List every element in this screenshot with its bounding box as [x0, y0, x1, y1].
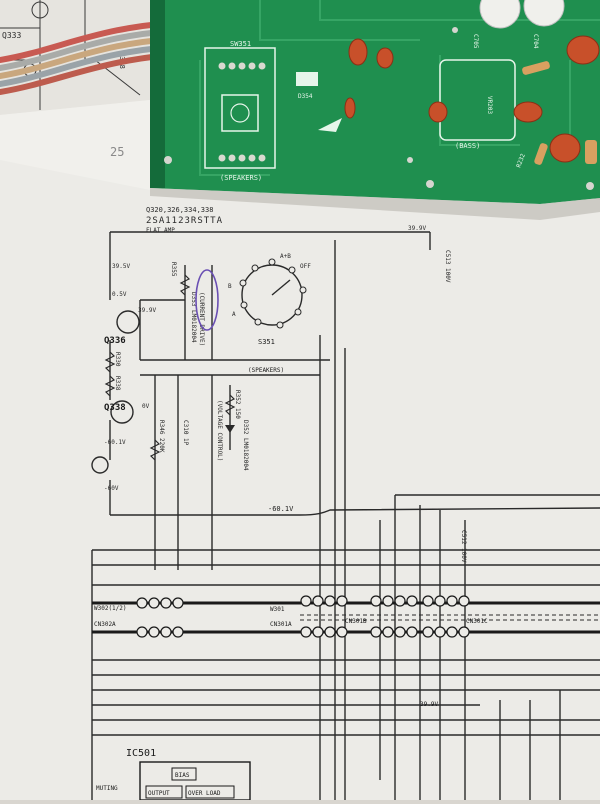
- current-drive-label: (CURRENT DRIVE): [198, 292, 205, 346]
- conn-cn301a: CN301A: [270, 621, 292, 628]
- v-label-5: -60.1V: [104, 439, 126, 446]
- d354-footprint: [296, 72, 318, 86]
- diode-d352: [225, 425, 235, 433]
- sw351-outline: [204, 47, 276, 169]
- v-label-7: 39.9V: [408, 225, 426, 232]
- r352-label: R352 150: [234, 390, 241, 419]
- header-part: 2SA1123RSTTA: [146, 216, 223, 226]
- speaker-switch: [239, 258, 307, 329]
- q338-label: Q338: [104, 403, 126, 413]
- pcb-board: [150, 0, 600, 204]
- ic-label: IC501: [126, 748, 156, 759]
- sw351-body: [221, 94, 259, 132]
- r330-label: R330: [114, 352, 121, 367]
- conn-cn302a: CN302A: [94, 621, 116, 628]
- r338-label: R338: [114, 376, 121, 391]
- schematic-wires: [91, 231, 600, 800]
- conn-w302: W302(1/2): [94, 605, 127, 612]
- pcb-cap-ref-2: C704: [532, 34, 539, 49]
- purple-annotation: [195, 269, 219, 331]
- switch-speakers-label: (SPEAKERS): [248, 367, 284, 374]
- ic-output-box: [145, 785, 183, 799]
- header-refs: Q320,326,334,338: [146, 206, 213, 214]
- ic-overload-box: [185, 785, 235, 799]
- left-ref: Q333: [2, 31, 21, 40]
- sw-pos-a: A: [232, 311, 236, 318]
- rail-label: -60.1V: [268, 505, 294, 513]
- electrolytic-cap-1: [479, 0, 521, 29]
- pcb-vr-ref: VR203: [486, 96, 493, 114]
- v-label-4: 0V: [142, 403, 150, 410]
- pcb-diode-ref: D354: [298, 93, 313, 100]
- cap-right-label-2: C512 100V: [460, 530, 467, 563]
- pcb-switch-ref: SW351: [230, 40, 251, 48]
- q336-label: Q336: [104, 336, 126, 346]
- conn-cn301b: CN301B: [345, 618, 367, 625]
- pcb-shadow: [150, 188, 600, 220]
- sw-pos-b: B: [228, 283, 232, 290]
- pcb-resistors: [522, 61, 597, 165]
- pcb-bass-label: (BASS): [455, 142, 480, 150]
- pcb-cap-ref-1: C705: [472, 34, 479, 49]
- page-fragment: 25: [110, 145, 124, 159]
- header-sub: FLAT AMP: [146, 227, 175, 234]
- rail-label-2: 39.9V: [420, 701, 438, 708]
- voltage-control-label: (VOLTAGE CONTROL): [216, 400, 223, 461]
- r355-label: R355: [170, 262, 177, 277]
- switch-label: S351: [258, 338, 275, 346]
- sw351-shaft: [230, 103, 250, 123]
- sw-pos-ab: A+B: [280, 253, 291, 260]
- conn-w301: W301: [270, 606, 285, 613]
- v-label-3: 39.9V: [138, 307, 156, 314]
- pcb-edge: [150, 0, 165, 188]
- ic-overload: OVER LOAD: [188, 790, 221, 797]
- ic-bias: BIAS: [175, 772, 190, 779]
- sw351-pads-top: [218, 62, 266, 70]
- v-label-6: -60V: [104, 485, 119, 492]
- voltage-control-part: D352 LM0182004: [242, 420, 249, 471]
- ic-muting: MUTING: [96, 785, 118, 792]
- connector-pins: [136, 595, 470, 638]
- pcb-holes: [164, 27, 594, 190]
- ceramic-caps: [344, 35, 600, 163]
- transistor-symbols: [91, 310, 140, 474]
- c310-label: C310 1P: [182, 420, 189, 446]
- r346-label: R346 220K: [158, 420, 165, 453]
- sw-pos-off: OFF: [300, 263, 311, 270]
- pcb-res-ref: R232: [515, 152, 527, 168]
- current-drive-part: D353 LM0182004: [190, 292, 197, 343]
- dashed-links: [300, 614, 600, 621]
- bass-outline: [439, 59, 516, 141]
- cap-right-label: C513 100V: [444, 250, 451, 283]
- page-top: [0, 100, 150, 190]
- conn-cn301c: CN301C: [466, 618, 488, 625]
- v-label-2: 0.5V: [112, 291, 127, 298]
- ic-bias-box: [171, 767, 197, 781]
- pcb-logo: [318, 118, 342, 132]
- sw351-pads-bottom: [218, 154, 266, 162]
- schematic-page: [0, 100, 600, 800]
- ic-output: OUTPUT: [148, 790, 170, 797]
- v-label-1: 39.5V: [112, 263, 130, 270]
- pcb-speakers-label: (SPEAKERS): [220, 174, 262, 182]
- resistor-symbols: [104, 274, 236, 461]
- electrolytic-cap-2: [523, 0, 565, 27]
